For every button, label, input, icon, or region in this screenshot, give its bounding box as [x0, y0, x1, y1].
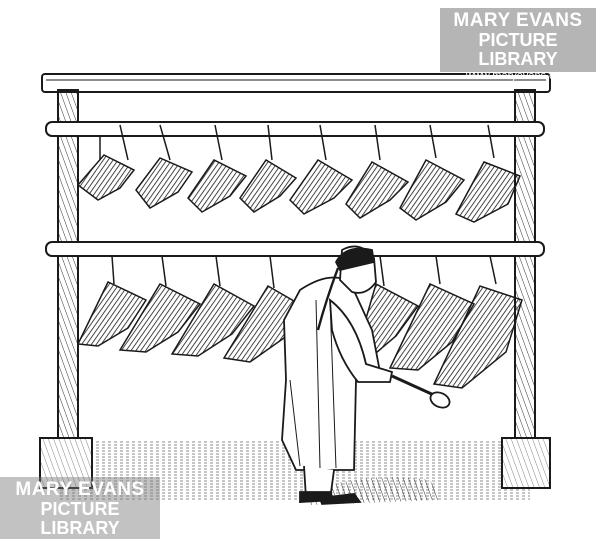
- chime-stone: [454, 124, 521, 223]
- chime-stone: [170, 255, 256, 357]
- watermark-line2: PICTURE LIBRARY: [40, 499, 120, 538]
- chime-stone: [76, 124, 136, 201]
- chime-stone: [345, 124, 410, 219]
- watermark-logo-top: MARY EVANS PICTURE LIBRARY www.maryevans…: [440, 8, 596, 82]
- rack-frame: [39, 73, 551, 489]
- musician-figure: [281, 245, 451, 505]
- watermark-url: www.maryevans.com: [466, 70, 570, 82]
- chime-stone: [239, 124, 298, 213]
- watermark-line1: MARY EVANS: [15, 479, 145, 500]
- chime-stone: [135, 124, 194, 209]
- chime-stone: [399, 124, 466, 221]
- chime-stone: [187, 124, 248, 213]
- chime-row-upper: [76, 124, 521, 223]
- watermark-line2: PICTURE LIBRARY: [478, 30, 558, 69]
- chime-stone: [118, 255, 202, 353]
- chime-stone: [289, 124, 354, 215]
- watermark-logo-bottom: MARY EVANS PICTURE LIBRARY www.maryevans…: [0, 477, 160, 551]
- watermark-line1: MARY EVANS: [453, 10, 583, 31]
- chime-stone: [76, 255, 148, 347]
- chime-stone: [432, 255, 523, 389]
